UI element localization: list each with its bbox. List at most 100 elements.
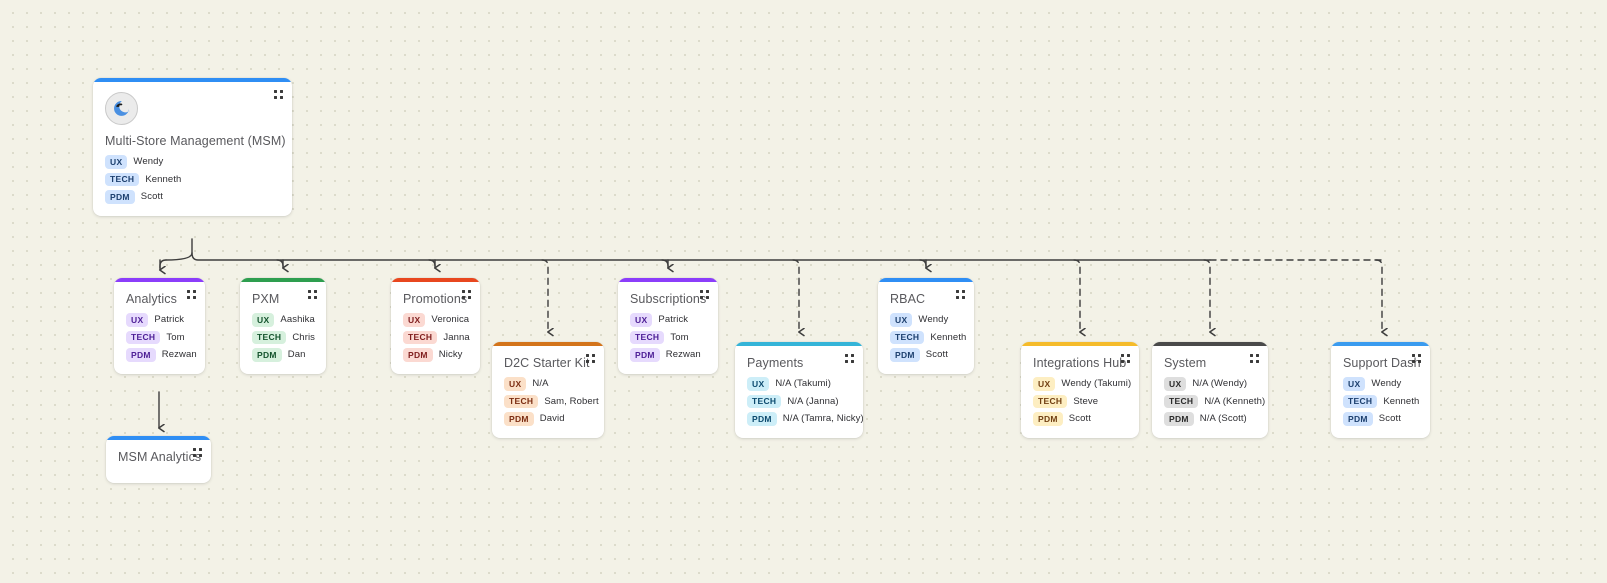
role-assignee: Kenneth (930, 331, 967, 343)
drag-handle-icon[interactable] (956, 290, 965, 299)
role-assignee: David (539, 413, 565, 425)
node-accent-bar (391, 278, 480, 282)
role-assignee: Aashika (280, 314, 315, 326)
role-assignee: Dan (287, 349, 306, 361)
node-accent-bar (1331, 342, 1430, 346)
role-badge: UX (1164, 377, 1187, 391)
role-assignee: Janna (443, 331, 470, 343)
role-badge: UX (105, 155, 128, 169)
drag-handle-icon[interactable] (187, 290, 196, 299)
role-badge: TECH (630, 330, 665, 344)
elbow-promotions (428, 259, 436, 267)
drag-handle-icon[interactable] (1412, 354, 1421, 363)
role-assignee: Steve (1073, 395, 1099, 407)
role-assignee: N/A (Tamra, Nicky) (782, 413, 863, 425)
role-badge: UX (890, 313, 913, 327)
role-badge: TECH (1033, 394, 1068, 408)
drag-handle-icon[interactable] (308, 290, 317, 299)
node-title: Multi-Store Management (MSM) (105, 134, 286, 148)
role-badge: TECH (252, 330, 287, 344)
role-assignee: Scott (1068, 413, 1091, 425)
node-title: Promotions (403, 292, 468, 306)
drag-handle-icon[interactable] (586, 354, 595, 363)
drag-handle-icon[interactable] (845, 354, 854, 363)
role-badge: TECH (747, 394, 782, 408)
node-title: Subscriptions (630, 292, 707, 306)
drop-payments (792, 259, 799, 332)
drag-handle-icon[interactable] (1121, 354, 1130, 363)
role-badge: PDM (747, 412, 777, 426)
role-assignee: Kenneth (145, 173, 182, 185)
role-assignee: N/A (Kenneth) (1204, 395, 1266, 407)
node-title: Analytics (126, 292, 177, 306)
role-assignee: N/A (Wendy) (1192, 378, 1248, 390)
drag-handle-icon[interactable] (274, 90, 283, 99)
drag-handle-icon[interactable] (193, 448, 202, 457)
role-badge: UX (630, 313, 653, 327)
node-accent-bar (240, 278, 326, 282)
role-assignee: Scott (925, 349, 948, 361)
drag-handle-icon[interactable] (1250, 354, 1259, 363)
node-card-msm-analytics[interactable]: MSM Analytics (106, 436, 211, 483)
drag-handle-icon[interactable] (700, 290, 709, 299)
role-badge: TECH (1343, 394, 1378, 408)
role-assignee: Veronica (431, 314, 470, 326)
node-accent-bar (1021, 342, 1139, 346)
role-badge: UX (1343, 377, 1366, 391)
role-assignee: Chris (292, 331, 316, 343)
role-assignee: Nicky (438, 349, 463, 361)
bus-solid (191, 252, 1211, 261)
role-badge: TECH (126, 330, 161, 344)
node-title: D2C Starter Kit (504, 356, 590, 370)
drag-handle-icon[interactable] (462, 290, 471, 299)
role-badge: UX (403, 313, 426, 327)
role-assignee: Scott (1378, 413, 1401, 425)
role-assignee: Wendy (133, 156, 164, 168)
drop-support (1375, 259, 1382, 332)
role-badge: UX (747, 377, 770, 391)
elbow-pxm (276, 259, 284, 267)
role-badge: PDM (105, 190, 135, 204)
role-row: UX Veronica (403, 313, 470, 327)
node-accent-bar (106, 436, 211, 440)
